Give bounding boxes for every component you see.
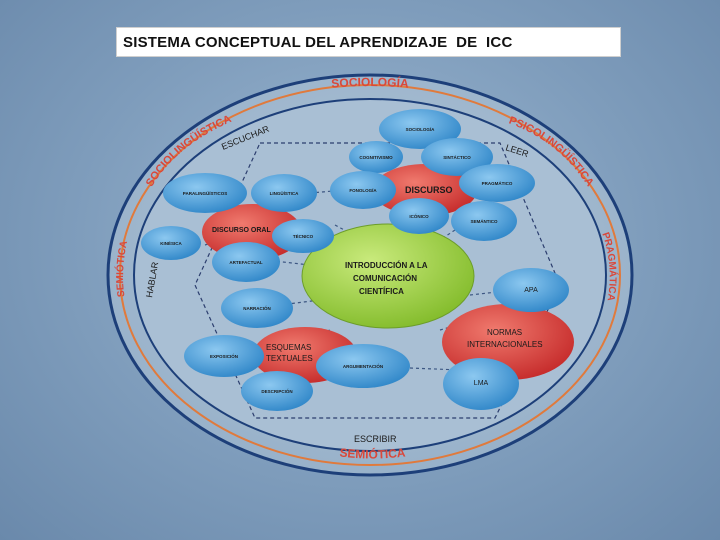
center-line-3: CIENTÍFICA	[359, 287, 404, 296]
node-apa-label: APA	[524, 287, 538, 294]
node-pragmatico-label: PRAGMÁTICO	[482, 180, 513, 186]
node-kinesica	[141, 226, 201, 260]
node-esquemas-line-1: ESQUEMAS	[266, 343, 311, 352]
ring-label-bottom: SEMIÓTICA	[339, 445, 407, 461]
node-paralinguisticos	[163, 173, 247, 213]
node-sintactico-label: SINTÁCTICO	[443, 154, 471, 160]
center-node	[301, 223, 475, 329]
node-artefactual-label: ARTEFACTUAL	[229, 260, 262, 265]
ring-label-top: SOCIOLOGÍA	[331, 75, 410, 91]
node-exposicion-label: EXPOSICIÓN	[210, 352, 238, 359]
hexagon-frame	[194, 142, 561, 419]
node-normas-line-2: INTERNACIONALES	[467, 340, 543, 349]
center-line-2: COMUNICACIÓN	[353, 274, 417, 283]
skill-escribir: ESCRIBIR	[354, 434, 397, 444]
node-sociologia-label: SOCIOLOGÍA	[406, 125, 436, 132]
node-narracion-label: NARRACIÓN	[243, 304, 271, 311]
node-argumentacion	[316, 344, 410, 388]
node-discurso-oral-label: DISCURSO ORAL	[212, 227, 271, 234]
node-sintactico	[421, 138, 493, 176]
node-kinesica-label: KINÉSICA	[160, 239, 182, 246]
middle-ellipse	[119, 84, 621, 466]
node-esquemas-line-2: TEXTUALES	[266, 354, 313, 363]
node-iconico	[389, 198, 449, 234]
node-normas-line-1: NORMAS	[487, 328, 522, 337]
node-apa	[493, 268, 569, 312]
node-fonologia-label: FONOLOGÍA	[349, 186, 377, 193]
node-exposicion	[184, 335, 264, 377]
node-argumentacion-label: ARGUMENTACIÓN	[343, 362, 383, 369]
node-tecnico-label: TÉCNICO	[293, 232, 314, 239]
title-box: SISTEMA CONCEPTUAL DEL APRENDIZAJE DE IC…	[116, 27, 621, 57]
node-lma-label: LMA	[474, 380, 489, 387]
node-semantico	[451, 201, 517, 241]
node-semantico-label: SEMÁNTICO	[471, 218, 498, 224]
node-cognitivismo-label: COGNITIVISMO	[359, 155, 393, 160]
node-descripcion	[241, 371, 313, 411]
node-artefactual	[212, 242, 280, 282]
node-pragmatico	[459, 164, 535, 202]
node-lma	[443, 358, 519, 410]
node-linguistica-label: LINGÜÍSTICA	[270, 189, 299, 196]
node-fonologia	[330, 171, 396, 209]
node-discurso-label: DISCURSO	[405, 185, 453, 195]
center-line-1: INTRODUCCIÓN A LA	[345, 261, 428, 270]
page-title: SISTEMA CONCEPTUAL DEL APRENDIZAJE DE IC…	[123, 34, 513, 51]
ring-label-left: SEMIÓTICA	[113, 240, 130, 298]
node-iconico-label: ICÓNICO	[409, 212, 429, 219]
node-narracion	[221, 288, 293, 328]
node-paralinguisticos-label: PARALINGÜÍSTICOS	[183, 189, 227, 196]
node-cognitivismo	[349, 141, 403, 173]
node-descripcion-label: DESCRIPCIÓN	[261, 387, 292, 394]
node-tecnico	[272, 219, 334, 253]
node-sociologia	[379, 109, 461, 149]
node-linguistica	[251, 174, 317, 212]
